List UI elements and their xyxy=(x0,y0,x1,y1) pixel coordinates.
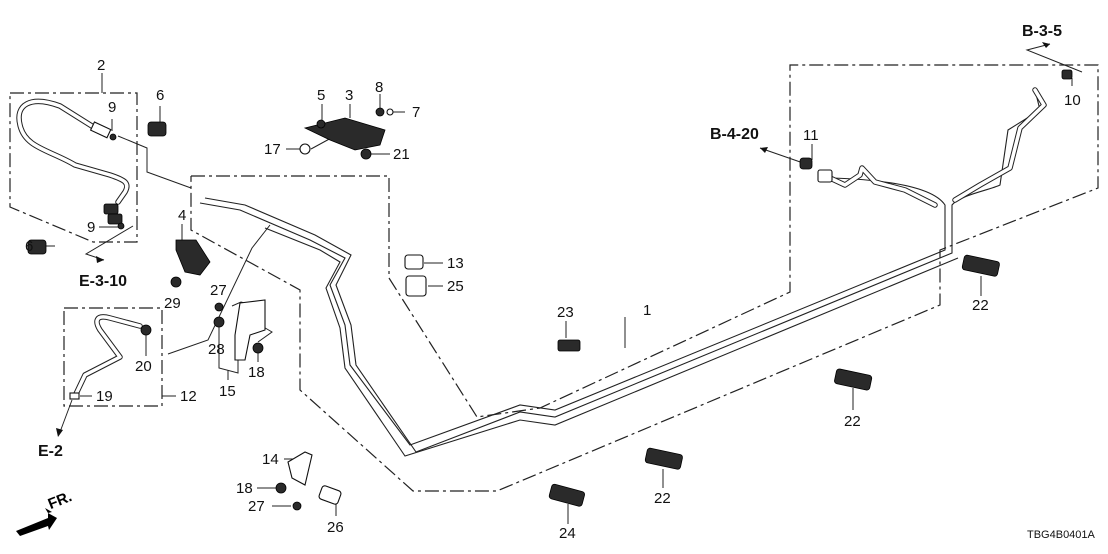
reference-arrows xyxy=(56,42,1050,437)
pipe-clip-23 xyxy=(557,339,581,352)
callout-18-lower[interactable]: 18 xyxy=(236,480,253,497)
nut-8 xyxy=(375,107,385,117)
callout-4[interactable]: 4 xyxy=(178,207,187,224)
callout-24[interactable]: 24 xyxy=(559,525,576,542)
clamp-13 xyxy=(404,254,424,270)
bolt-29 xyxy=(170,276,182,288)
nut-28 xyxy=(214,302,224,312)
group-1-boundary xyxy=(190,64,1099,492)
callout-11[interactable]: 11 xyxy=(803,127,819,144)
clamp-25 xyxy=(405,275,427,297)
bracket-14 xyxy=(287,451,313,486)
bolt-27-upper xyxy=(213,316,225,328)
callout-27-lower[interactable]: 27 xyxy=(248,498,265,515)
pipe-clip-24 xyxy=(548,483,585,507)
callout-22-a[interactable]: 22 xyxy=(972,297,989,314)
reference-e-3-10[interactable]: E-3-10 xyxy=(79,273,128,290)
callout-23[interactable]: 23 xyxy=(557,304,574,321)
hose-assembly-12 xyxy=(69,314,152,400)
callout-1[interactable]: 1 xyxy=(643,302,652,319)
bracket-3 xyxy=(303,117,386,151)
clamp-plate-4 xyxy=(175,239,211,276)
callout-22-c[interactable]: 22 xyxy=(654,490,671,507)
grommet-bolt-17 xyxy=(299,143,311,155)
main-pipe-1 xyxy=(199,69,1073,457)
callout-6-upper[interactable]: 6 xyxy=(156,87,165,104)
callout-25[interactable]: 25 xyxy=(447,278,464,295)
callout-15[interactable]: 15 xyxy=(219,383,236,400)
nut-21 xyxy=(360,148,372,160)
pipe-clip-22-b xyxy=(834,368,873,391)
small-parts xyxy=(27,107,1000,511)
leader-lines xyxy=(35,43,1083,524)
callout-6-lower[interactable]: 6 xyxy=(25,238,34,255)
callout-7[interactable]: 7 xyxy=(412,104,421,121)
nut-18-lower xyxy=(275,482,287,494)
pipe-clip-22-a xyxy=(961,254,1000,277)
bracket-15 xyxy=(234,299,266,361)
callout-18-upper[interactable]: 18 xyxy=(248,364,265,381)
callout-20[interactable]: 20 xyxy=(135,358,152,375)
callout-8[interactable]: 8 xyxy=(375,79,384,96)
callout-28[interactable]: 28 xyxy=(208,341,225,358)
callout-22-b[interactable]: 22 xyxy=(844,413,861,430)
clip-6-upper xyxy=(147,121,167,137)
front-direction-arrow-icon xyxy=(16,508,57,536)
callout-19[interactable]: 19 xyxy=(96,388,113,405)
callout-9-upper[interactable]: 9 xyxy=(108,99,117,116)
pipe-clip-22-c xyxy=(644,447,683,470)
clip-6-lower xyxy=(27,239,47,255)
callout-9-lower[interactable]: 9 xyxy=(87,219,96,236)
callout-12[interactable]: 12 xyxy=(180,388,197,405)
hose-assembly-2 xyxy=(16,98,130,230)
bolt-27-lower xyxy=(292,501,302,511)
callout-5[interactable]: 5 xyxy=(317,87,326,104)
reference-b-4-20[interactable]: B-4-20 xyxy=(710,126,759,143)
grommet-26 xyxy=(318,485,342,505)
callout-17[interactable]: 17 xyxy=(264,141,281,158)
callout-13[interactable]: 13 xyxy=(447,255,464,272)
callout-2[interactable]: 2 xyxy=(97,57,106,74)
reference-b-3-5[interactable]: B-3-5 xyxy=(1022,23,1063,40)
callout-14[interactable]: 14 xyxy=(262,451,279,468)
washer-7 xyxy=(386,108,394,116)
callout-10[interactable]: 10 xyxy=(1064,92,1081,109)
callout-29[interactable]: 29 xyxy=(164,295,181,312)
bolt-5 xyxy=(316,119,326,129)
group-12-boundary xyxy=(63,307,163,407)
callout-27-upper[interactable]: 27 xyxy=(210,282,227,299)
group-2-boundary xyxy=(9,92,138,243)
reference-e-2[interactable]: E-2 xyxy=(38,443,63,460)
nut-18-upper xyxy=(252,342,264,354)
callout-21[interactable]: 21 xyxy=(393,146,410,163)
diagram-code: TBG4B0401A xyxy=(1027,529,1095,541)
callout-26[interactable]: 26 xyxy=(327,519,344,536)
callout-3[interactable]: 3 xyxy=(345,87,354,104)
